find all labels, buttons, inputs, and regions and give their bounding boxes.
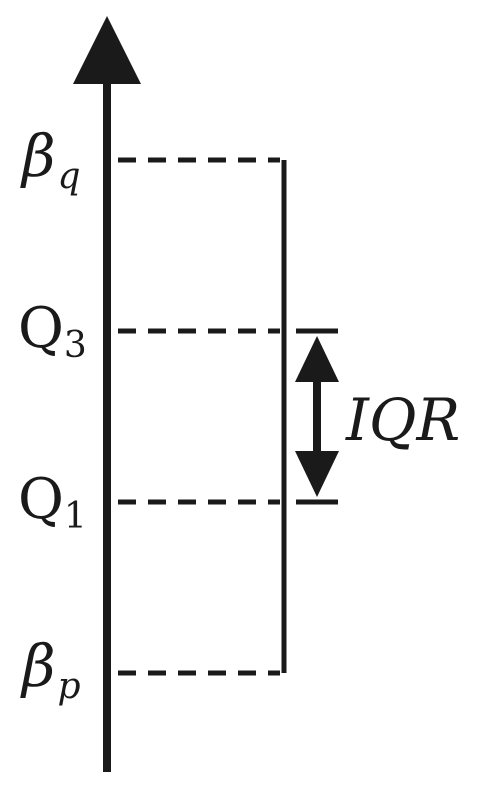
label-beta-q: βq bbox=[20, 122, 81, 197]
iqr-arrowhead-down bbox=[295, 451, 339, 497]
label-q3: Q3 bbox=[18, 296, 87, 366]
label-q1: Q1 bbox=[18, 467, 87, 537]
iqr-arrowhead-up bbox=[295, 336, 339, 382]
label-iqr: IQR bbox=[345, 386, 460, 454]
label-beta-p: βp bbox=[20, 632, 81, 707]
axis-arrowhead bbox=[73, 16, 141, 84]
